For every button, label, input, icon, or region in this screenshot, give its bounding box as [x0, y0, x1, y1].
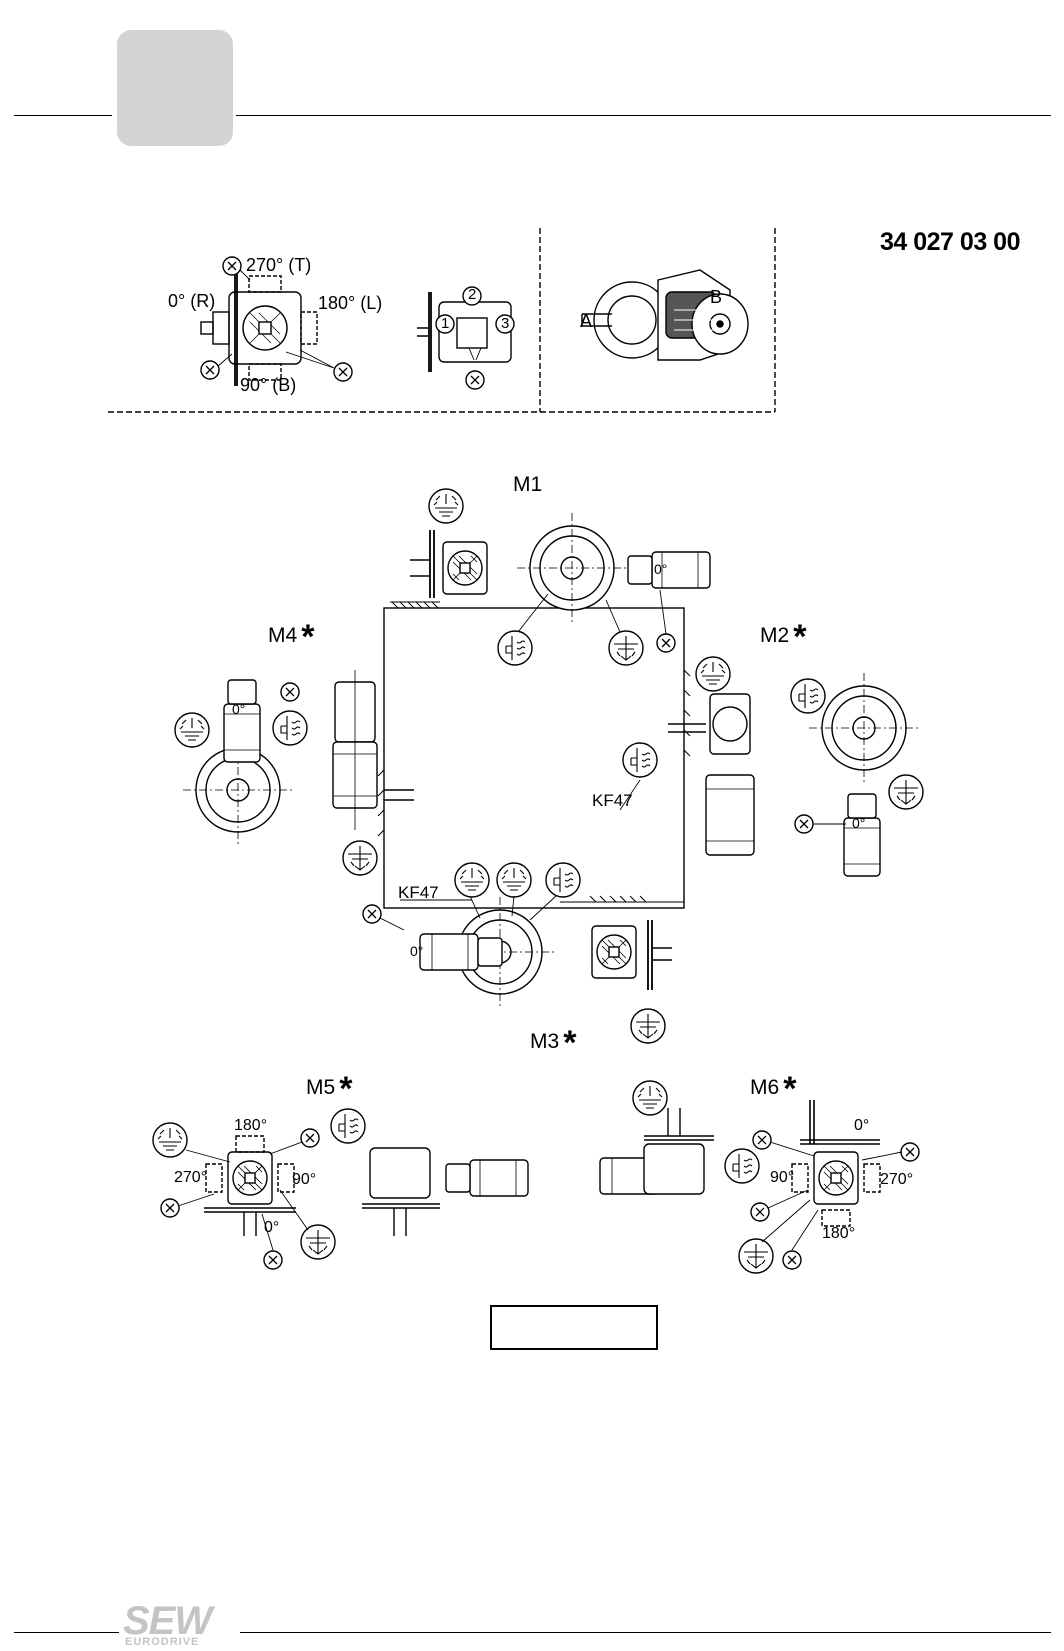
sew-logo: SEW EURODRIVE	[120, 1601, 240, 1649]
legend-angle-180: 180° (L)	[318, 293, 383, 313]
terminal-box-m2: 0°	[852, 815, 866, 831]
m5-angle-270: 270°	[174, 1169, 208, 1186]
header-rule-right	[236, 115, 1051, 116]
footer-rule-right	[240, 1632, 1051, 1633]
position-label-m1: M1	[513, 473, 543, 496]
m5-angle-90: 90°	[292, 1171, 317, 1188]
legend-side-3: 3	[501, 315, 510, 332]
terminal-box-m3: 0°	[410, 943, 424, 959]
document-number: 34 027 03 00	[880, 228, 1020, 256]
empty-label-box	[490, 1305, 658, 1350]
legend-angle-270: 270° (T)	[246, 255, 312, 275]
legend-side-1: 1	[441, 315, 450, 332]
position-label-m5: M5*	[306, 1070, 353, 1108]
position-label-m6: M6*	[750, 1070, 797, 1108]
legend-side-2: 2	[468, 286, 477, 303]
terminal-box-m1: 0°	[654, 561, 668, 577]
legend-angle-90: 90° (B)	[240, 375, 297, 395]
terminal-box-m4: 0°	[232, 701, 246, 717]
header-rule-left	[14, 115, 112, 116]
chapter-tab	[117, 30, 233, 146]
model-label-m3: KF47	[398, 883, 439, 902]
position-label-m2: M2*	[760, 618, 807, 656]
m5-angle-0: 0°	[264, 1219, 280, 1236]
m6-angle-0: 0°	[854, 1117, 870, 1134]
m6-angle-180: 180°	[822, 1225, 856, 1242]
legend-shaft-b: B	[710, 287, 723, 307]
model-label-m2: KF47	[592, 791, 633, 810]
legend-shaft-a: A	[580, 311, 593, 331]
position-label-m4: M4*	[268, 618, 315, 656]
logo-sub: EURODRIVE	[125, 1636, 200, 1648]
m6-angle-270: 270°	[880, 1171, 914, 1188]
legend-angle-0: 0° (R)	[168, 291, 216, 311]
footer-rule-left	[14, 1632, 119, 1633]
logo-main: SEW	[123, 1599, 212, 1643]
m6-angle-90: 90°	[770, 1169, 795, 1186]
m5-angle-180: 180°	[234, 1117, 268, 1134]
position-label-m3: M3*	[530, 1024, 577, 1062]
